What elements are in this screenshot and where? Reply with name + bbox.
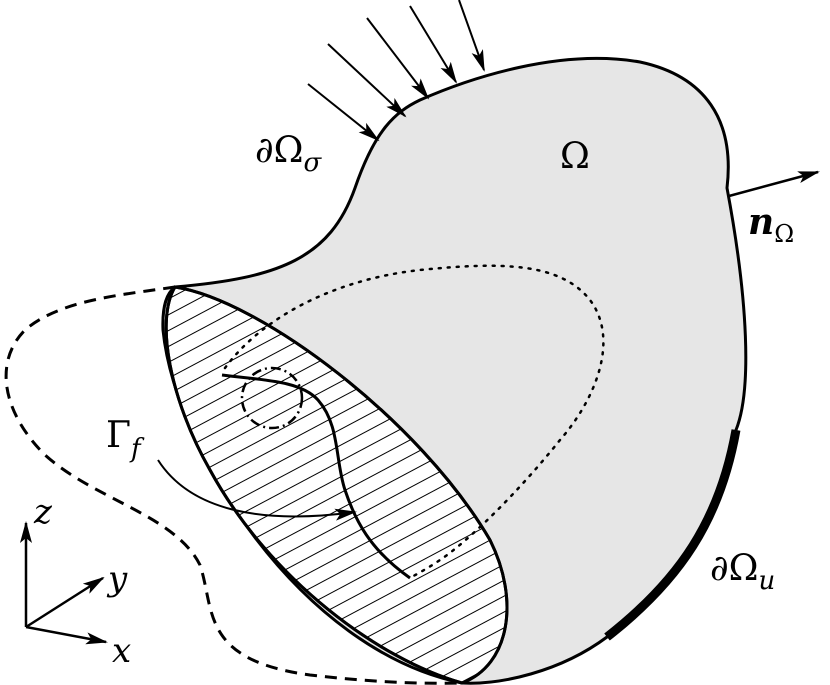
displacement-boundary-segment bbox=[604, 429, 741, 641]
fracture-label: Γf bbox=[106, 415, 145, 464]
normal-arrow bbox=[728, 170, 820, 198]
traction-boundary-label: ∂Ωσ bbox=[255, 130, 322, 178]
removed-part-outline bbox=[4, 285, 463, 685]
crack-tip-region bbox=[240, 366, 304, 430]
coordinate-axes bbox=[20, 521, 108, 645]
hidden-crack-front bbox=[223, 264, 605, 580]
normal-label: nΩ bbox=[748, 201, 794, 248]
axis-z-label: z bbox=[33, 492, 53, 532]
displacement-boundary-label: ∂Ωu bbox=[710, 548, 775, 596]
crack-curve bbox=[221, 373, 411, 580]
traction-arrows bbox=[307, 0, 485, 142]
cut-section-hatching bbox=[164, 285, 509, 685]
axis-y-label: y bbox=[106, 559, 128, 599]
fracture-pointer-arrow bbox=[157, 459, 357, 521]
domain-label: Ω bbox=[560, 136, 590, 177]
axis-x-label: x bbox=[112, 631, 131, 671]
